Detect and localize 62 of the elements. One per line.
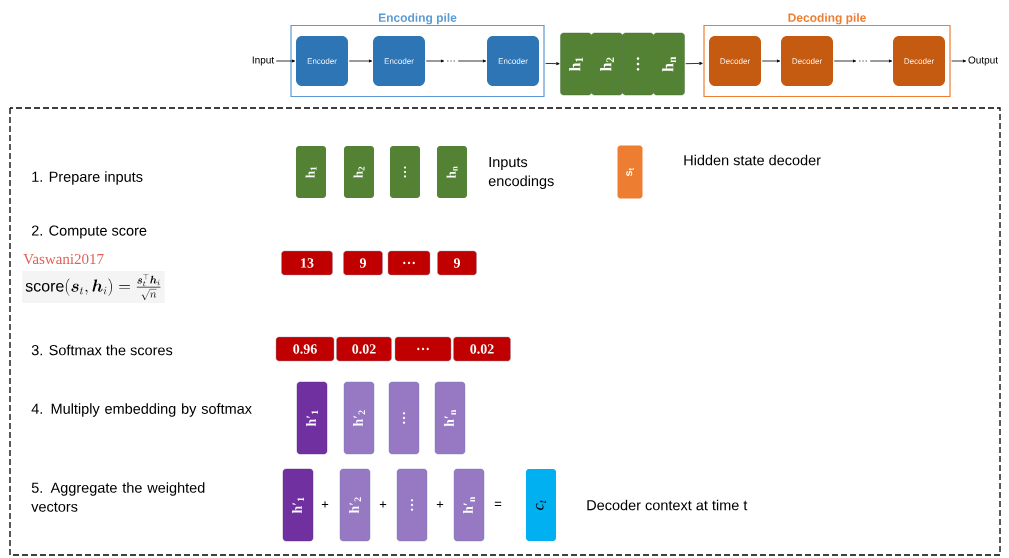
arrow bbox=[685, 61, 703, 65]
score-box: 0.02 bbox=[453, 336, 511, 362]
score-box: 0.02 bbox=[336, 336, 392, 362]
state-box: s$_{t}$ bbox=[617, 145, 643, 199]
arrow bbox=[425, 59, 445, 63]
vector-box: … bbox=[390, 146, 420, 198]
score-formula: $\mathrm{score}(\boldsymbol{s}_t, \boldsymbol{h}_i) = \frac{\boldsymbol{s}_t^{\top} \boldsymbol{h}_i}{\sqrt{n}}$ bbox=[22, 270, 165, 304]
arrow bbox=[545, 62, 560, 66]
io-label: Output bbox=[968, 56, 998, 66]
context-box: c$_{t}$ bbox=[526, 469, 556, 541]
score-box: … bbox=[387, 250, 431, 276]
decoder-box: Decoder bbox=[709, 36, 761, 86]
node-label: Decoding pile bbox=[788, 13, 866, 25]
score-box: 13 bbox=[281, 250, 333, 276]
vector-box: h$_{2}$ bbox=[344, 146, 374, 198]
vector-box: h′$_{1}$ bbox=[296, 381, 328, 455]
vector-box: h$_{1}$ bbox=[560, 32, 592, 96]
arrow bbox=[833, 59, 857, 63]
vector-box: … bbox=[396, 468, 428, 542]
step-text: 2. Compute score bbox=[31, 225, 147, 239]
operator-sign: + bbox=[436, 501, 444, 508]
vector-box: h$_{2}$ bbox=[591, 32, 623, 96]
ellipsis: … bbox=[447, 60, 455, 62]
vector-box: h′$_{1}$ bbox=[282, 468, 314, 542]
caption-text: Decoder context at time t bbox=[587, 499, 748, 511]
score-box: 9 bbox=[437, 250, 477, 276]
vector-box: h$_{n}$ bbox=[653, 32, 685, 96]
arrow bbox=[869, 59, 893, 63]
decoder-box: Decoder bbox=[893, 36, 945, 86]
io-label: Input bbox=[252, 56, 275, 66]
step-text: 3. Softmax the scores bbox=[31, 344, 173, 356]
operator-sign: = bbox=[494, 501, 502, 506]
step-text: 1. Prepare inputs bbox=[32, 171, 143, 185]
ellipsis: … bbox=[859, 60, 867, 62]
step-text: 4. Multiply embedding by softmax bbox=[31, 403, 252, 417]
arrow bbox=[275, 59, 296, 63]
score-box: … bbox=[394, 336, 452, 362]
encoder-box: Encoder bbox=[487, 36, 539, 86]
operator-sign: + bbox=[321, 501, 329, 508]
vector-box: … bbox=[622, 32, 654, 96]
operator-sign: + bbox=[379, 501, 387, 508]
citation-text: Vaswani2017 bbox=[23, 253, 104, 265]
node-label: Encoding pile bbox=[378, 13, 457, 25]
decoder-box: Decoder bbox=[781, 36, 833, 86]
vector-box: h′$_{n}$ bbox=[434, 381, 466, 455]
encoder-box: Encoder bbox=[296, 36, 348, 86]
vector-box: h′$_{2}$ bbox=[339, 468, 371, 542]
caption-text: Hidden state decoder bbox=[684, 154, 821, 166]
score-box: 0.96 bbox=[275, 336, 335, 362]
arrow bbox=[761, 59, 781, 63]
encoder-box: Encoder bbox=[373, 36, 425, 86]
score-box: 9 bbox=[343, 250, 383, 276]
vector-box: h′$_{n}$ bbox=[453, 468, 485, 542]
arrow bbox=[457, 59, 487, 63]
step-text: 5. Aggregate the weighted vectors bbox=[31, 482, 205, 512]
caption-text: Inputs encodings bbox=[488, 157, 554, 189]
vector-box: h$_{n}$ bbox=[437, 146, 467, 198]
arrow bbox=[951, 59, 967, 63]
vector-box: h′$_{2}$ bbox=[343, 381, 375, 455]
vector-box: h$_{1}$ bbox=[296, 146, 326, 198]
vector-box: … bbox=[388, 381, 420, 455]
arrow bbox=[348, 59, 373, 63]
